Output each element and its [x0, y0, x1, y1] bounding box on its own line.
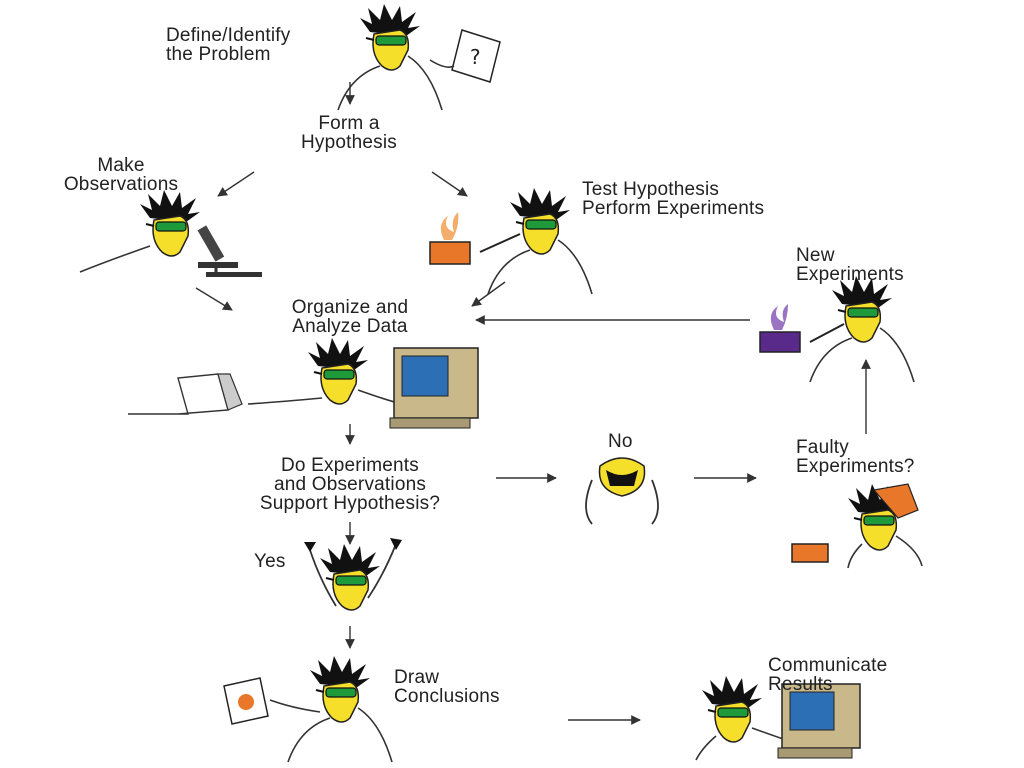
- arrow-hypothesis-to-test: [431, 171, 468, 197]
- arrow-observations-to-organize: [195, 287, 233, 311]
- yes-scientist-figure: [304, 538, 402, 611]
- microscope-icon: [197, 225, 262, 277]
- orange-paper-icon: [223, 677, 269, 725]
- test-scientist-figure: [429, 187, 593, 295]
- communicate-scientist-figure: [695, 675, 861, 761]
- new-experiments-scientist-figure: [759, 275, 915, 383]
- computer-icon-2: [777, 683, 861, 759]
- orange-beaker-small-icon: [791, 543, 829, 563]
- computer-icon: [389, 347, 479, 429]
- observe-scientist-figure: [79, 189, 262, 277]
- yes-label: Yes: [254, 551, 286, 572]
- svg-text:?: ?: [470, 45, 481, 69]
- purple-beaker-icon: [759, 304, 801, 353]
- define-scientist-figure: ?: [337, 3, 501, 111]
- no-scientist-figure: [585, 457, 659, 525]
- orange-beaker-icon: [429, 212, 471, 265]
- arrow-hypothesis-to-observations: [217, 171, 255, 197]
- organize-scientist-figure: [128, 337, 479, 429]
- laptop-icon: [128, 373, 243, 415]
- faulty-scientist-figure: [791, 483, 923, 569]
- no-label: No: [608, 431, 633, 452]
- draw-scientist-figure: [223, 655, 393, 763]
- question-paper-icon: ?: [451, 29, 501, 83]
